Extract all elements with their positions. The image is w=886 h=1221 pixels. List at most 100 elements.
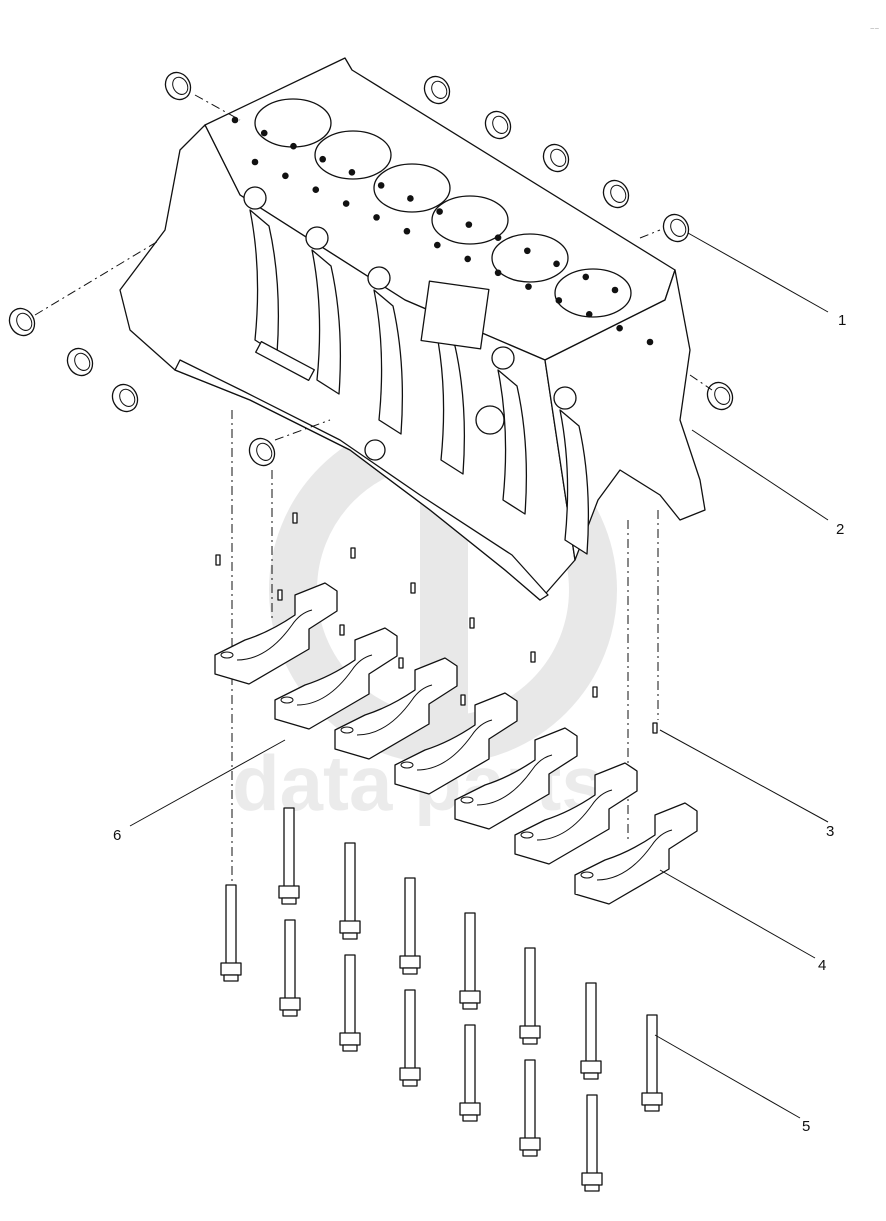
dowel-pin <box>339 624 345 636</box>
plug <box>8 307 36 337</box>
bolt-shank <box>585 982 597 1064</box>
bolt-flange <box>339 1032 361 1046</box>
oil-filter-mount <box>420 280 490 350</box>
block-ribs <box>243 186 590 555</box>
bearing-cap <box>454 727 578 830</box>
head-bolt-hole <box>373 214 380 221</box>
bearing-cap <box>514 762 638 865</box>
bolt-head <box>402 1079 418 1087</box>
bolt-shank <box>225 884 237 966</box>
plug <box>542 143 570 173</box>
bolt-flange <box>279 997 301 1011</box>
bolt-head <box>223 974 239 982</box>
cylinder-block <box>119 57 706 601</box>
bolt-shank <box>404 989 416 1071</box>
callout-3-label: 3 <box>826 823 834 840</box>
alignment-line <box>34 239 161 316</box>
head-bolt-hole <box>348 169 356 176</box>
callout-labels: 1 2 3 4 5 6 <box>113 312 846 1135</box>
bolt-flange <box>399 1067 421 1081</box>
bolt-shank <box>646 1014 658 1096</box>
head-bolt-hole <box>494 269 502 277</box>
bolt-head <box>342 932 358 940</box>
bolt-shank <box>283 807 295 889</box>
plug-rim <box>492 115 509 134</box>
plug <box>602 179 630 209</box>
bolt-shank <box>524 1059 536 1141</box>
plug <box>662 213 690 243</box>
bolt-shank <box>284 919 296 1001</box>
coolant-port <box>475 405 505 435</box>
plug-rim <box>550 148 567 167</box>
head-bolt-holes <box>231 116 654 346</box>
bearing-cap-bolt-hole <box>460 796 474 804</box>
plug <box>164 71 192 101</box>
bolt-head <box>282 1009 298 1017</box>
bearing-cap-arc <box>476 754 553 806</box>
bearing-cap-bolt-hole <box>520 831 534 839</box>
plug <box>484 110 512 140</box>
block-boss <box>305 226 329 250</box>
leader-line-6 <box>129 739 286 827</box>
callout-6-label: 6 <box>113 827 121 844</box>
head-bolt-hole <box>407 195 414 202</box>
bearing-cap-arc <box>416 719 493 771</box>
bolt-head <box>462 1114 478 1122</box>
head-bolt-hole <box>582 273 590 281</box>
dowel-pin <box>398 657 404 669</box>
bolt-flange <box>641 1092 663 1106</box>
dowel-pin <box>350 547 356 559</box>
alignment-line <box>639 229 661 239</box>
bolt-flange <box>339 920 361 934</box>
alignment-line <box>689 374 713 391</box>
bolt-shank <box>586 1094 598 1176</box>
bolt-head <box>462 1002 478 1010</box>
bolt-shank <box>524 947 536 1029</box>
side-port <box>364 439 386 461</box>
bolt-flange <box>519 1025 541 1039</box>
alignment-line <box>194 94 241 121</box>
bolt-shank <box>404 877 416 959</box>
plug-rim <box>172 76 189 95</box>
cylinder-bore <box>431 195 509 245</box>
dowel-pins-group <box>215 512 658 734</box>
plug-rim <box>74 352 91 371</box>
head-bolt-hole <box>611 286 619 294</box>
cylinder-bore <box>314 130 392 180</box>
bolt-flange <box>459 1102 481 1116</box>
bolt-head <box>522 1037 538 1045</box>
leader-line-3 <box>659 729 829 823</box>
bearing-cap <box>334 657 458 760</box>
plug <box>111 383 139 413</box>
bearing-cap <box>574 802 698 905</box>
bolt-flange <box>519 1137 541 1151</box>
plug <box>66 347 94 377</box>
head-bolt-hole <box>290 142 297 150</box>
block-rib <box>311 249 342 395</box>
dowel-pin <box>215 554 221 566</box>
bearing-cap-bolt-hole <box>400 761 414 769</box>
head-bolt-hole <box>251 158 259 166</box>
cylinder-bore <box>254 98 332 148</box>
dowel-pin <box>277 589 283 601</box>
cylinder-bores <box>254 98 632 318</box>
dowel-pin <box>530 651 536 663</box>
bearing-cap-bolt-hole <box>220 651 234 659</box>
bearing-cap-bolt-hole <box>280 696 294 704</box>
bolt-head <box>402 967 418 975</box>
cylinder-bore <box>554 268 632 318</box>
plug-rim <box>431 80 448 99</box>
callout-4-label: 4 <box>818 957 826 974</box>
callout-5-label: 5 <box>802 1118 810 1135</box>
bolt-flange <box>278 885 300 899</box>
head-bolt-hole <box>377 182 385 189</box>
bearing-cap-bolt-hole <box>580 871 594 879</box>
head-bolt-hole <box>434 241 441 249</box>
bearing-cap-arc <box>356 684 433 736</box>
head-bolt-hole <box>231 116 239 124</box>
plugs-group <box>8 71 734 467</box>
block-boss <box>553 386 577 410</box>
block-rib <box>435 329 466 475</box>
bolt-head <box>583 1072 599 1080</box>
bearing-cap-arc <box>596 829 673 881</box>
